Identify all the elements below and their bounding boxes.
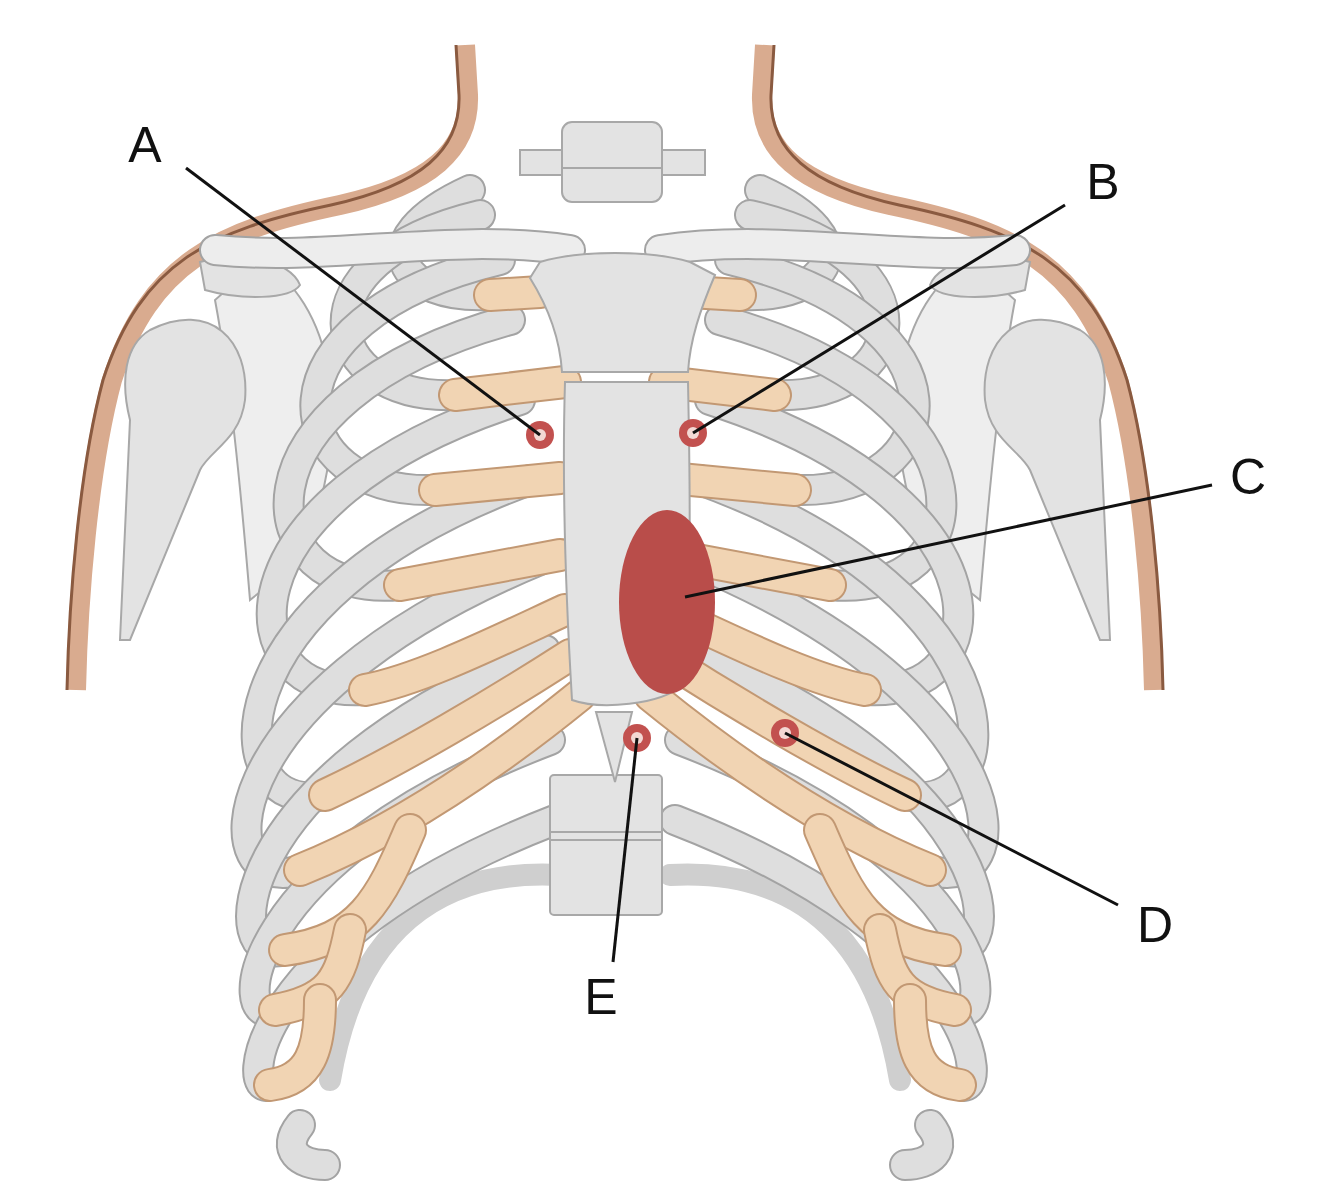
callout-letter: E <box>584 972 617 1022</box>
callout-letter: D <box>1137 900 1173 950</box>
auscultation-area <box>619 510 715 694</box>
callout-letter: A <box>128 120 161 170</box>
leader-lines <box>186 168 1212 962</box>
auscultation-sites <box>526 419 799 752</box>
humerus <box>120 320 245 640</box>
clavicle <box>215 244 570 253</box>
callout-letter: B <box>1086 157 1119 207</box>
callout-letter: C <box>1230 452 1266 502</box>
thorax-half <box>67 45 580 1165</box>
sternum <box>530 253 715 782</box>
costal-cartilage <box>270 292 580 1085</box>
